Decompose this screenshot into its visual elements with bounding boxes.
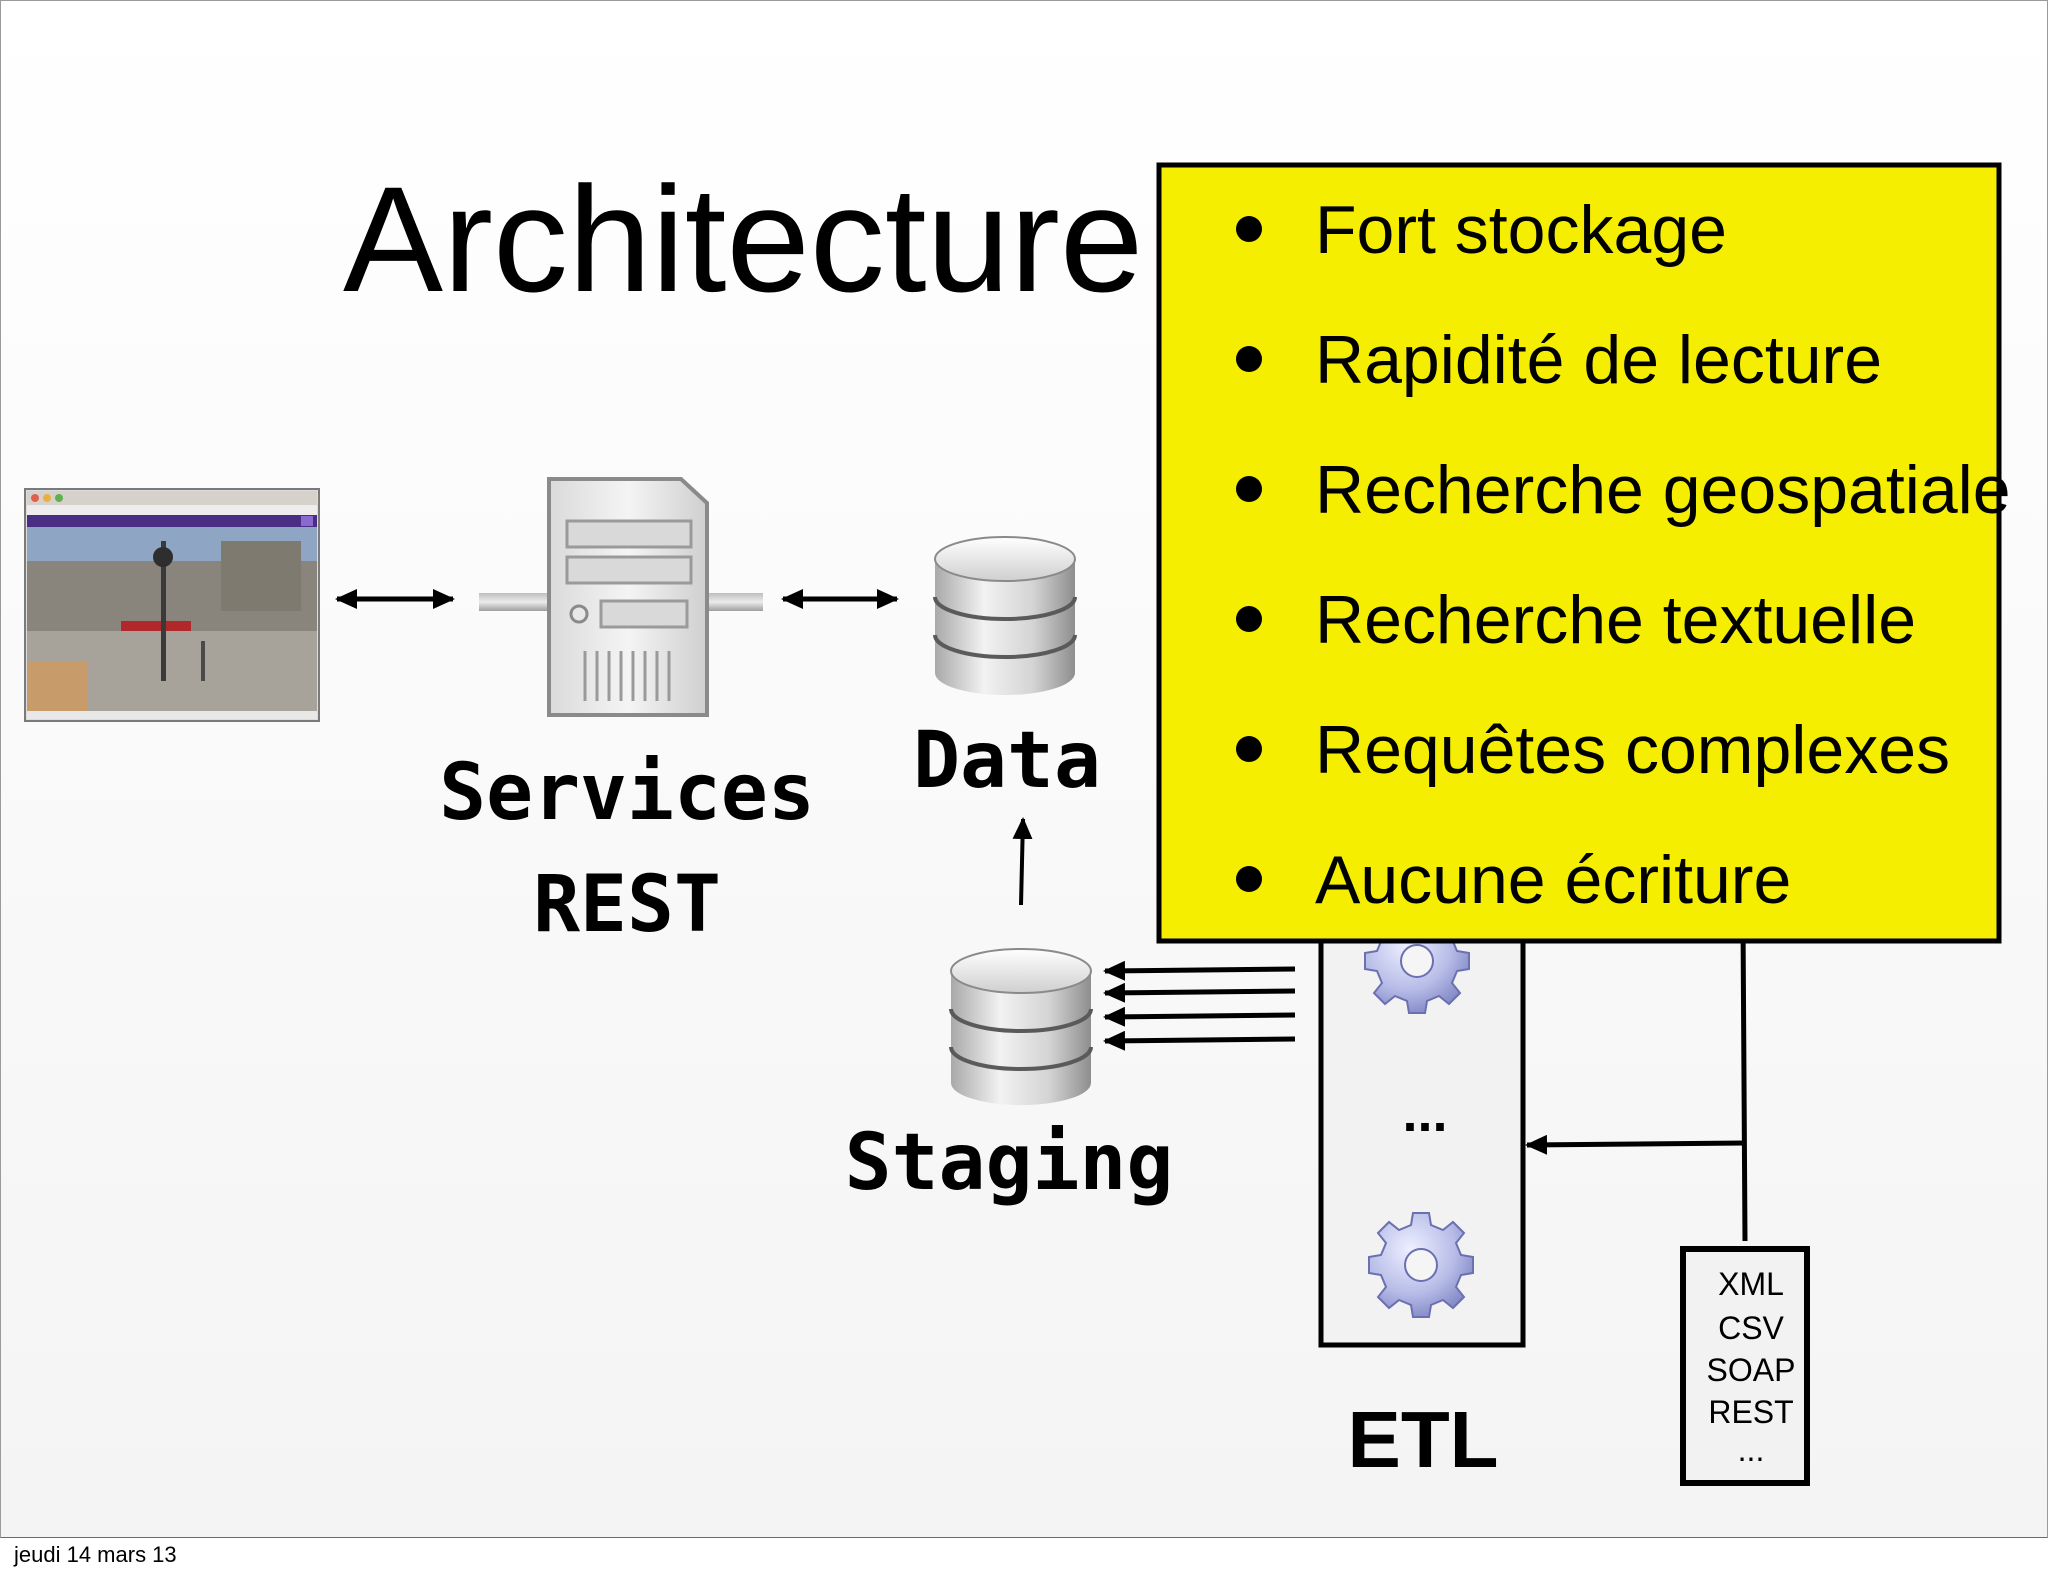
bullet-dot xyxy=(1236,476,1262,502)
format-item: ... xyxy=(1738,1432,1765,1468)
etl-staging-arrows xyxy=(1103,960,1296,1051)
callout-bullet: Rapidité de lecture xyxy=(1315,322,1882,398)
bullet-dot xyxy=(1236,346,1262,372)
data-label: Data xyxy=(913,716,1101,806)
sources-vertical-line xyxy=(1740,920,1748,1242)
data-database-icon xyxy=(933,536,1077,695)
format-item: SOAP xyxy=(1707,1352,1796,1388)
footer-bar xyxy=(0,1538,2048,1576)
gear-icon xyxy=(1368,1212,1474,1318)
services-label: Services xyxy=(439,748,815,838)
requirements-callout: Fort stockage Rapidité de lecture Recher… xyxy=(1156,162,2011,944)
rest-label: REST xyxy=(533,860,721,950)
formats-box xyxy=(1680,1246,1810,1486)
architecture-diagram: Architecture xyxy=(24,155,2011,1486)
sources-etl-arrow xyxy=(1525,1134,1746,1155)
web-browser-screenshot-icon xyxy=(24,488,320,722)
callout-background xyxy=(1156,162,2002,944)
footer-date: jeudi 14 mars 13 xyxy=(14,1542,177,1567)
etl-label: ETL xyxy=(1347,1395,1498,1484)
callout-bullet: Requêtes complexes xyxy=(1315,712,1950,788)
bullet-dot xyxy=(1236,216,1262,242)
callout-bullet: Aucune écriture xyxy=(1315,842,1791,918)
staging-database-icon xyxy=(949,948,1093,1105)
server-tower-icon xyxy=(479,477,763,717)
callout-bullet: Fort stockage xyxy=(1315,192,1727,268)
slide: Architecture xyxy=(0,0,2048,1539)
format-item: REST xyxy=(1708,1394,1793,1430)
staging-data-arrow xyxy=(1012,817,1033,906)
callout-bullet: Recherche geospatiale xyxy=(1315,452,2011,528)
bullet-dot xyxy=(1236,606,1262,632)
format-item: CSV xyxy=(1718,1310,1784,1346)
etl-ellipsis: ... xyxy=(1402,1083,1447,1143)
bullet-dot xyxy=(1236,736,1262,762)
callout-bullet: Recherche textuelle xyxy=(1315,582,1916,658)
slide-title: Architecture xyxy=(343,155,1143,323)
bullet-dot xyxy=(1236,866,1262,892)
staging-label: Staging xyxy=(845,1118,1174,1208)
format-item: XML xyxy=(1718,1266,1784,1302)
